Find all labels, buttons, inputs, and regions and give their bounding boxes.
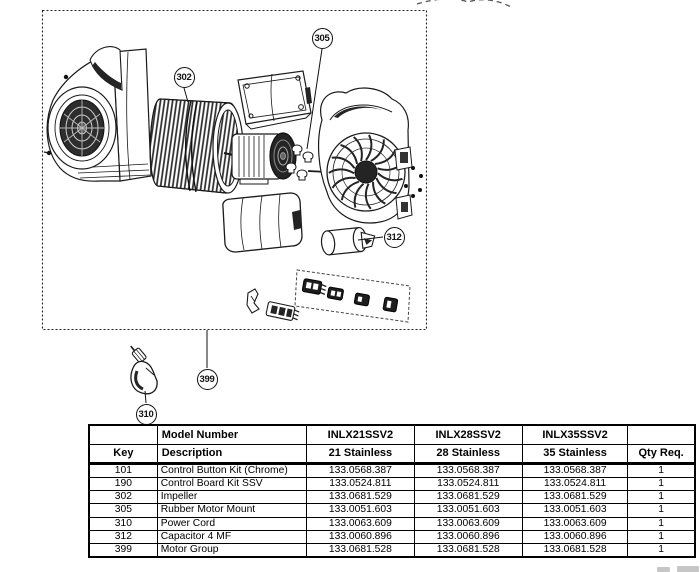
cell-key: 399 bbox=[88, 543, 158, 558]
cell-part-number: 133.0051.603 bbox=[413, 503, 523, 518]
cell-qty: 1 bbox=[627, 516, 696, 532]
cell-part-number: 133.0681.528 bbox=[413, 543, 523, 558]
table-row-190: 190 Control Board Kit SSV 133.0524.811 1… bbox=[88, 476, 696, 491]
cutoff-text-fragment bbox=[657, 567, 670, 572]
cell-part-number: 133.0063.609 bbox=[306, 516, 415, 532]
cell-description: Control Board Kit SSV bbox=[156, 476, 308, 491]
callout-399-motor-group: 399 bbox=[196, 368, 218, 390]
header-model-inlx21: INLX21SSV2 bbox=[306, 424, 415, 445]
header-35-stainless: 35 Stainless bbox=[521, 443, 629, 465]
diagram-border bbox=[41, 9, 428, 331]
header-28-stainless: 28 Stainless bbox=[413, 443, 523, 465]
cell-part-number: 133.0681.529 bbox=[521, 489, 629, 505]
header-description: Description bbox=[156, 443, 308, 465]
cell-description: Capacitor 4 MF bbox=[156, 530, 308, 545]
cell-key: 305 bbox=[88, 503, 158, 518]
table-row-312: 312 Capacitor 4 MF 133.0060.896 133.0060… bbox=[88, 530, 696, 545]
table-row-310: 310 Power Cord 133.0063.609 133.0063.609… bbox=[88, 516, 696, 532]
cell-part-number: 133.0063.609 bbox=[521, 516, 629, 532]
connector-part-drawing bbox=[265, 301, 300, 321]
cover-plate-drawing bbox=[237, 70, 312, 130]
cell-key: 302 bbox=[88, 489, 158, 505]
power-cord-drawing bbox=[130, 345, 158, 395]
cell-description: Control Button Kit (Chrome) bbox=[156, 462, 308, 478]
header-qty-req: Qty Req. bbox=[627, 443, 696, 465]
parts-table: Model Number INLX21SSV2 INLX28SSV2 INLX3… bbox=[88, 424, 696, 559]
header-model-inlx28: INLX28SSV2 bbox=[413, 424, 523, 445]
header-blank-cell bbox=[88, 424, 158, 445]
table-row-399: 399 Motor Group 133.0681.528 133.0681.52… bbox=[88, 543, 696, 558]
callout-312-capacitor: 312 bbox=[383, 226, 405, 248]
header-key: Key bbox=[88, 443, 158, 465]
callout-305-rubber-motor-mount: 305 bbox=[311, 27, 333, 49]
cell-key: 190 bbox=[88, 476, 158, 491]
cell-part-number: 133.0568.387 bbox=[521, 462, 629, 478]
cell-part-number: 133.0063.609 bbox=[413, 516, 523, 532]
cell-qty: 1 bbox=[627, 462, 696, 478]
cell-qty: 1 bbox=[627, 503, 696, 518]
left-blower-housing-drawing bbox=[43, 46, 152, 182]
motor-drawing bbox=[223, 132, 297, 185]
table-row-302: 302 Impeller 133.0681.529 133.0681.529 1… bbox=[88, 489, 696, 505]
cell-key: 310 bbox=[88, 516, 158, 532]
cell-part-number: 133.0681.528 bbox=[306, 543, 415, 558]
cutoff-dash-artifact bbox=[416, 0, 512, 8]
right-blower-housing-drawing bbox=[318, 87, 423, 224]
cell-part-number: 133.0681.529 bbox=[306, 489, 415, 505]
header-blank-cell bbox=[627, 424, 696, 445]
cell-part-number: 133.0051.603 bbox=[521, 503, 629, 518]
cell-part-number: 133.0051.603 bbox=[306, 503, 415, 518]
switch-part-drawing bbox=[353, 292, 370, 307]
cell-part-number: 133.0524.811 bbox=[521, 476, 629, 491]
clip-part-drawing bbox=[246, 288, 260, 314]
switch-part-drawing bbox=[326, 286, 344, 301]
cell-description: Motor Group bbox=[156, 543, 308, 558]
cell-description: Rubber Motor Mount bbox=[156, 503, 308, 518]
cell-part-number: 133.0568.387 bbox=[413, 462, 523, 478]
header-21-stainless: 21 Stainless bbox=[306, 443, 415, 465]
cell-part-number: 133.0524.811 bbox=[306, 476, 415, 491]
table-row-101: 101 Control Button Kit (Chrome) 133.0568… bbox=[88, 462, 696, 478]
switch-kit-box bbox=[294, 269, 411, 323]
cell-part-number: 133.0681.528 bbox=[521, 543, 629, 558]
cell-description: Power Cord bbox=[156, 516, 308, 532]
cell-qty: 1 bbox=[627, 476, 696, 491]
exploded-view-diagram bbox=[41, 0, 512, 404]
header-model-number: Model Number bbox=[156, 424, 308, 445]
table-header-columns: Key Description 21 Stainless 28 Stainles… bbox=[88, 443, 696, 465]
cell-qty: 1 bbox=[627, 543, 696, 558]
bottom-cover-drawing bbox=[222, 192, 303, 253]
cell-part-number: 133.0568.387 bbox=[306, 462, 415, 478]
cell-part-number: 133.0681.529 bbox=[413, 489, 523, 505]
table-header-models: Model Number INLX21SSV2 INLX28SSV2 INLX3… bbox=[88, 424, 696, 445]
cell-part-number: 133.0524.811 bbox=[413, 476, 523, 491]
capacitor-drawing bbox=[320, 226, 376, 256]
cell-part-number: 133.0060.896 bbox=[306, 530, 415, 545]
cell-part-number: 133.0060.896 bbox=[413, 530, 523, 545]
cutoff-text-fragment bbox=[677, 566, 699, 572]
impeller-drawing bbox=[149, 98, 251, 194]
cell-key: 101 bbox=[88, 462, 158, 478]
cell-part-number: 133.0060.896 bbox=[521, 530, 629, 545]
switch-part-drawing bbox=[301, 278, 327, 295]
header-model-inlx35: INLX35SSV2 bbox=[521, 424, 629, 445]
cell-qty: 1 bbox=[627, 530, 696, 545]
callout-310-power-cord: 310 bbox=[135, 403, 157, 425]
table-row-305: 305 Rubber Motor Mount 133.0051.603 133.… bbox=[88, 503, 696, 518]
cell-qty: 1 bbox=[627, 489, 696, 505]
cell-key: 312 bbox=[88, 530, 158, 545]
switch-part-drawing bbox=[382, 296, 399, 313]
cell-description: Impeller bbox=[156, 489, 308, 505]
callout-leader-lines bbox=[144, 48, 384, 404]
callout-302-impeller: 302 bbox=[173, 66, 195, 88]
